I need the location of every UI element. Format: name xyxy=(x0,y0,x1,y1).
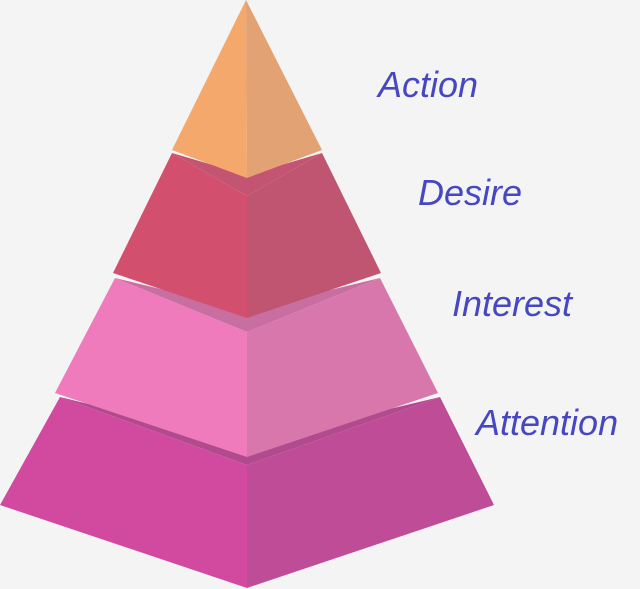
desire-right-face xyxy=(247,153,381,318)
desire-top-face xyxy=(172,153,322,196)
desire-left-face xyxy=(113,153,247,318)
action-left-face xyxy=(172,0,247,178)
label-interest: Interest xyxy=(452,283,573,324)
interest-right-face xyxy=(247,278,438,457)
label-desire: Desire xyxy=(418,172,523,213)
interest-left-face xyxy=(55,278,247,457)
attention-left-face xyxy=(0,397,247,588)
pyramid-level-action xyxy=(172,0,322,178)
interest-top-face xyxy=(115,278,380,332)
action-right-face xyxy=(246,0,322,178)
attention-right-face xyxy=(247,397,494,588)
pyramid-level-interest xyxy=(55,278,438,457)
label-attention: Attention xyxy=(476,402,619,443)
pyramid-level-desire xyxy=(113,153,381,318)
label-action: Action xyxy=(378,64,479,105)
